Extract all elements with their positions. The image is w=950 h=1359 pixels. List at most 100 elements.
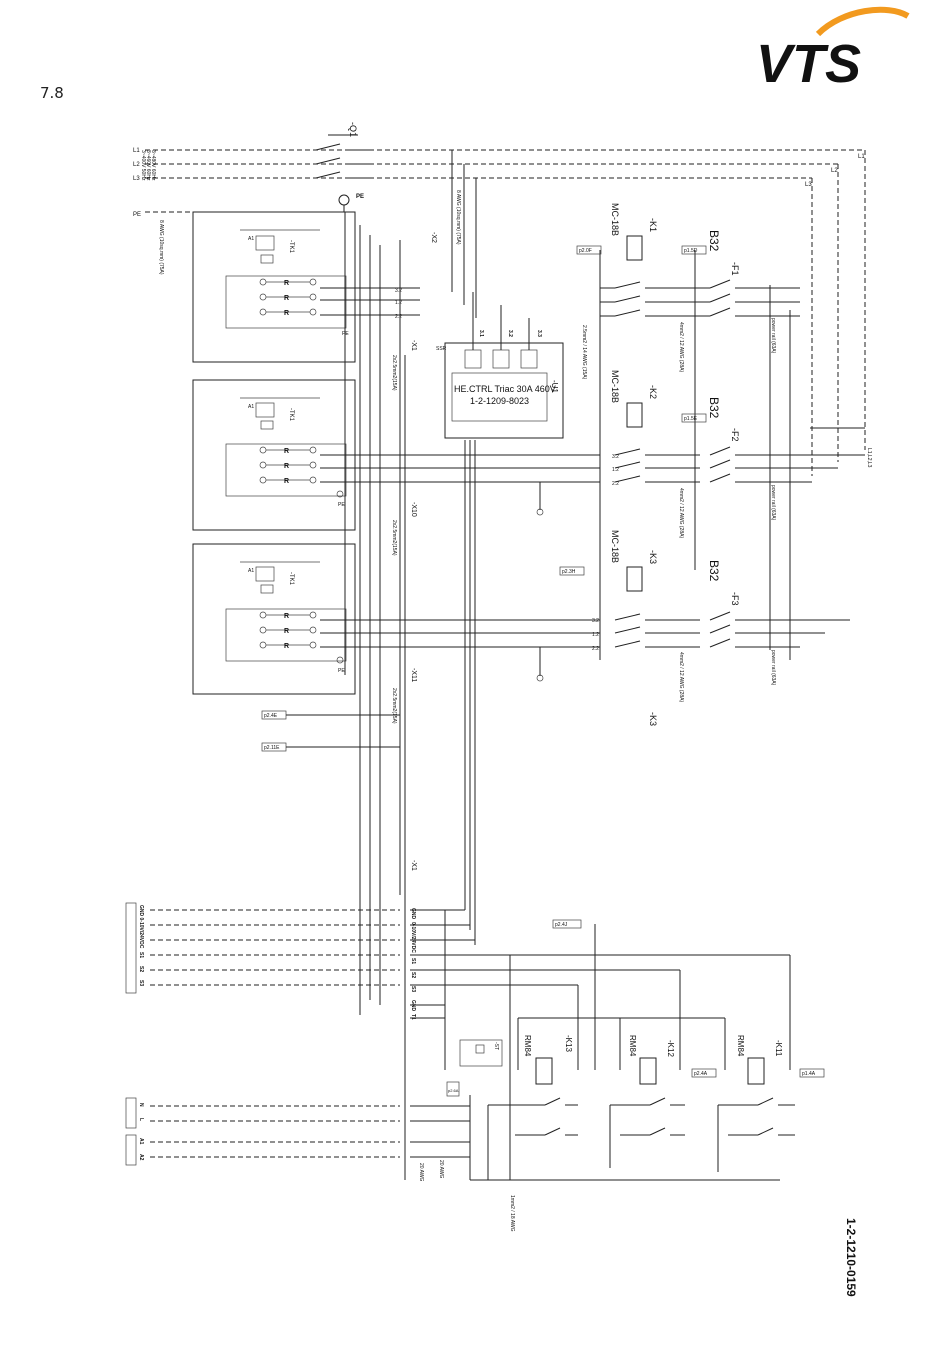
phase-term-a: 3.2 [592, 618, 599, 624]
control-terminal-label: -X1 [410, 860, 417, 871]
heater-enclosure [192, 543, 356, 695]
signal-label-2: S1 [138, 952, 144, 958]
fuse-rating: B32 [707, 230, 721, 252]
resistor-r1: R [284, 448, 289, 455]
heater-block-1: A1 -TK1 R R R PE 2x2.5mm2(15A) -X1 3.2 1… [192, 211, 420, 391]
signal-connector [125, 902, 137, 994]
heater-cable-label: 2x2.5mm2(15A) [391, 520, 397, 556]
thermostat-contact: A1 [248, 236, 254, 242]
resistor-row [259, 446, 317, 484]
wire-20awg-b: 20 AWG [438, 1160, 444, 1179]
contactor-model: MC-18B [610, 370, 620, 403]
thermostat-icon [255, 402, 275, 418]
main-switch-label: -Q1 [348, 122, 358, 137]
pe-label: PE [342, 331, 349, 337]
pe-wire-label: 8 AWG (10sq.mm) (75A) [158, 220, 164, 275]
relay-id: -K12 [666, 1040, 675, 1057]
bus-label-l3: L3 [805, 182, 812, 188]
vertical-wiring [344, 212, 791, 1180]
phase-term-b: 1.2 [395, 300, 402, 306]
phase-term-c: 2.2 [592, 646, 599, 652]
ref-tag: p2.0F [579, 248, 592, 254]
signal-label-4: S3 [138, 980, 144, 986]
fuse-rating: B32 [707, 560, 721, 582]
contactor-k1: MC-18B -K1 B32 -F1 4mm2 / 12 AWG (28A) p… [600, 203, 800, 372]
ssr-id: -U1 [550, 380, 559, 393]
contactor-wire-out: power rail (63A) [770, 485, 776, 521]
safety-thermostat-label: -ST [493, 1042, 499, 1050]
relay-model: RM84 [523, 1035, 532, 1057]
relay-coil [747, 1057, 765, 1085]
ref-tag: p2.4A [694, 1071, 708, 1077]
resistor-r2: R [284, 628, 289, 635]
svg-text:GND: GND [410, 1000, 416, 1012]
ssr-wire-label: 2.5mm2 / 14 AWG (15A) [581, 325, 587, 380]
contactor-coil [626, 566, 643, 592]
resistor-r3: R [284, 310, 289, 317]
resistor-r1: R [284, 280, 289, 287]
phase-term-a: 3.2 [395, 288, 402, 294]
contactor-wire-out: power rail (63A) [770, 650, 776, 686]
signal-label-1: GND 0-10V/24VDC [138, 905, 144, 949]
relay-k12: RM84 -K12 [609, 1035, 685, 1168]
bus-tag: L1,L2,L3 [866, 448, 872, 468]
power-label-a2: A2 [138, 1154, 144, 1161]
svg-text:S1: S1 [410, 958, 416, 964]
heater-enclosure [192, 211, 356, 363]
ref-tag: p2.4J [555, 922, 568, 928]
heater-terminal-label: -X10 [410, 502, 417, 517]
phase-label-l3: L3 [133, 176, 140, 182]
resistor-r3: R [284, 478, 289, 485]
resistor-r1: R [284, 613, 289, 620]
bus-label-l2: L2 [831, 168, 838, 174]
relay-coil [639, 1057, 657, 1085]
contactor-model: MC-18B [610, 203, 620, 236]
fuse-id: -F1 [730, 262, 740, 276]
contactor-wire-in: 4mm2 / 12 AWG (28A) [678, 488, 684, 538]
svg-text:GND: GND [410, 908, 416, 920]
cross-references: p2.0F p1.5D p1.5E p2.3H p2.4E p2.11E p2.… [261, 245, 825, 1097]
heater-terminal-label: -X1 [410, 340, 417, 351]
voltage-label-2: 3~460V 60Hz [145, 150, 151, 181]
control-section: -X1 GND 0-10V/24VDC S1 S2 S3 GND 0-10V/2… [125, 860, 795, 1232]
ssr-out-2: 3.2 [507, 330, 513, 337]
contactor-wire-in: 4mm2 / 12 AWG (28A) [678, 652, 684, 702]
fuse-id: -F3 [730, 592, 740, 606]
ssr-module: SSR -U1 HE.CTRL Triac 30A 460V 1-2-1209-… [436, 292, 587, 439]
contactor-id: -K2 [648, 385, 658, 399]
ssr-title: HE.CTRL Triac 30A 460V [454, 384, 556, 394]
resistor-row [259, 278, 317, 316]
phase-label-l1: L1 [133, 148, 140, 154]
wire-1mm: 1mm2 / 18 AWG [509, 1195, 515, 1232]
ref-tag: p1.5D [684, 248, 698, 254]
relay-k13: RM84 -K13 [487, 1035, 578, 1180]
heater-terminal-label: -X11 [410, 668, 417, 682]
contactor-k3: MC-18B -K3 B32 -F3 3.2 1.2 2.2 4mm2 / 12… [592, 530, 850, 726]
thermostat-label: -TK1 [288, 408, 294, 422]
ssr-code: 1-2-1209-8023 [470, 396, 529, 406]
ssr-out-1: 3.1 [478, 330, 484, 337]
power-connector-nl [125, 1097, 137, 1129]
contactor-wire-in: 4mm2 / 12 AWG (28A) [678, 322, 684, 372]
relay-id: -K11 [774, 1040, 783, 1057]
resistor-r2: R [284, 463, 289, 470]
relay-model: RM84 [736, 1035, 745, 1057]
svg-text:S2: S2 [410, 972, 416, 978]
safety-thermostat [459, 1039, 503, 1067]
pe-ground-icon [338, 194, 350, 206]
pe-label: PE [338, 502, 345, 508]
phase-term-c: 2.2 [612, 481, 619, 487]
ref-tag: p2.4E [264, 713, 278, 719]
phase-label-pe: PE [133, 212, 141, 218]
voltage-label-3: 3~480V 60Hz [150, 150, 156, 181]
phase-term-b: 1.2 [592, 632, 599, 638]
ref-tag: p1.4A [802, 1071, 816, 1077]
phase-term-b: 1.2 [612, 467, 619, 473]
ref-tag: p1.5E [684, 416, 698, 422]
heater-cable-label: 2x2.5mm2(15A) [391, 688, 397, 724]
logo-swoosh [815, 6, 910, 37]
supply-section: L1 L2 L3 PE 3~400V 50Hz 3~460V 60Hz 3~48… [133, 122, 872, 476]
ref-tag: p2.11E [264, 745, 280, 751]
phase-label-l2: L2 [133, 162, 140, 168]
